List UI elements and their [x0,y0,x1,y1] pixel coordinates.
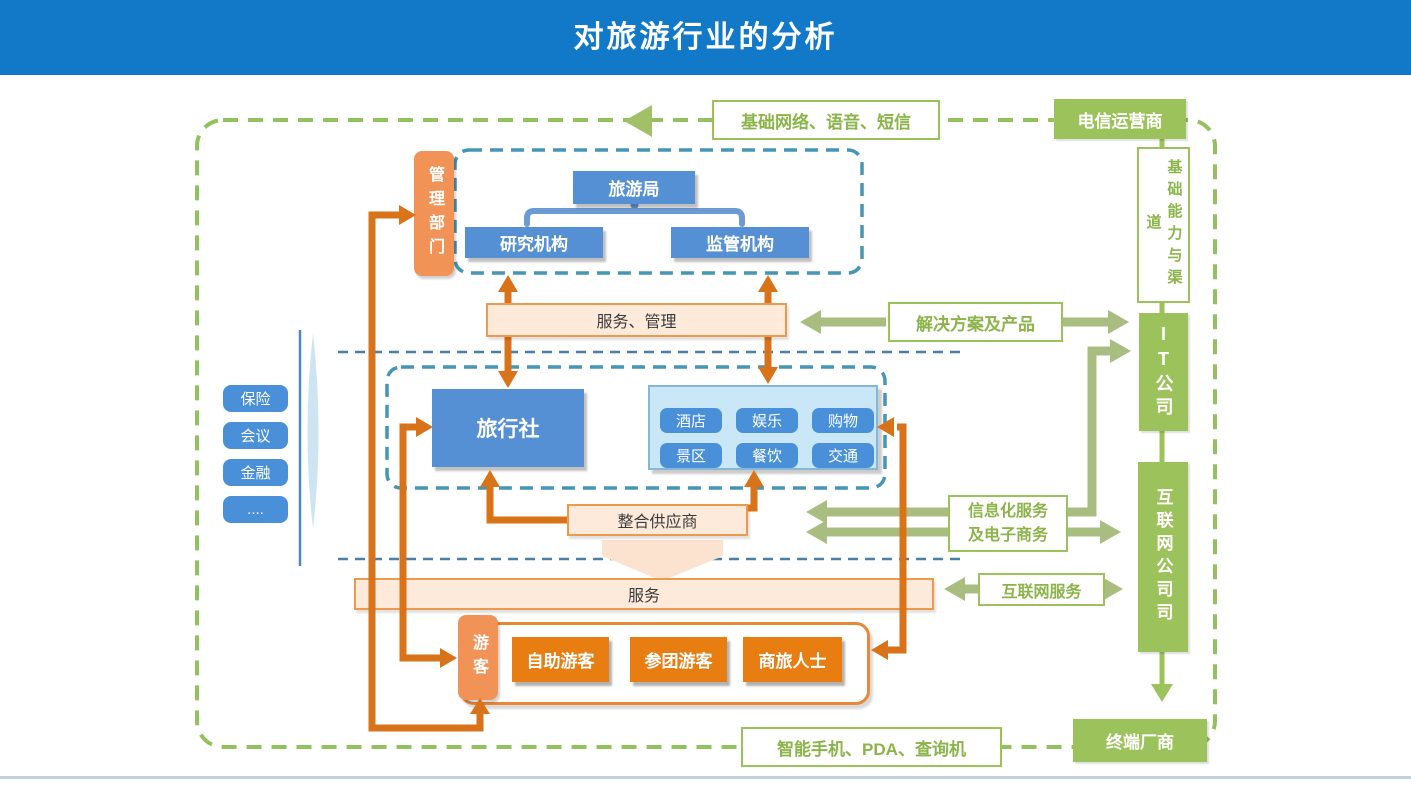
management-dept-box: 管理部门 [414,151,454,276]
side-lens-shape [298,330,319,566]
regulator-org-label: 监管机构 [706,235,774,254]
page-header: 对旅游行业的分析 [0,0,1411,75]
solutions-products-label: 解决方案及产品 [916,314,1035,334]
regulator-org-box: 监管机构 [671,227,809,258]
it-company-label: IT公司 [1153,324,1174,420]
it-company-box: IT公司 [1139,313,1188,431]
down-flow-arrow [602,540,723,581]
terminal-devices-label: 智能手机、PDA、查询机 [777,739,966,759]
tourist-type-chip: 商旅人士 [743,637,842,682]
internet-services-box: 互联网服务 [978,573,1105,606]
side-industry-chip: 保险 [223,385,288,412]
terminal-vendor-box: 终端厂商 [1073,719,1207,762]
management-dept-label: 管理部门 [426,165,443,262]
network-services-label: 基础网络、语音、短信 [741,112,911,132]
travel-agency-box: 旅行社 [432,389,584,467]
tourists-tab: 游客 [458,615,498,700]
suppliers-panel: 酒店 娱乐 购物 景区 餐饮 交通 [648,385,878,470]
supplier-chip: 购物 [812,408,874,433]
integrated-supplier-box: 整合供应商 [567,504,748,536]
info-ecommerce-label: 信息化服务 及电子商务 [967,503,1048,544]
tourists-label: 游客 [470,633,487,682]
page-title: 对旅游行业的分析 [573,21,838,54]
travel-agency-label: 旅行社 [476,418,540,441]
service-bar-label: 服务 [627,588,660,605]
supplier-chip: 景区 [660,443,722,468]
side-industry-chip: 金融 [223,459,288,486]
capability-channel-box: 基础能力与渠道 [1137,147,1190,303]
info-ecommerce-box: 信息化服务 及电子商务 [948,495,1068,552]
network-services-box: 基础网络、语音、短信 [712,100,940,140]
service-management-box: 服务、管理 [486,303,787,337]
telecom-operator-box: 电信运营商 [1054,99,1186,139]
internet-services-label: 互联网服务 [1001,583,1082,601]
outer-dashed-border [195,105,1217,749]
left-arrow-icon [624,105,652,137]
service-bar: 服务 [354,578,934,610]
telecom-operator-label: 电信运营商 [1077,111,1163,131]
footer-divider [0,776,1411,779]
research-org-label: 研究机构 [500,235,568,254]
down-arrow-icon [1151,684,1173,702]
tourist-type-chip: 参团游客 [630,637,727,682]
supplier-chip: 酒店 [660,408,722,433]
tourist-type-chip: 自助游客 [512,637,609,682]
side-industry-chip: .... [223,496,288,523]
terminal-vendor-label: 终端厂商 [1106,733,1174,752]
supplier-chip: 娱乐 [736,408,798,433]
tourism-bureau-box: 旅游局 [573,171,695,204]
solutions-products-box: 解决方案及产品 [888,302,1063,342]
side-industry-chip: 会议 [223,422,288,449]
integrated-supplier-label: 整合供应商 [617,514,698,531]
capability-channel-label: 基础能力与渠道 [1144,159,1183,291]
bureau-bracket-shape [524,201,745,227]
service-management-label: 服务、管理 [596,314,677,331]
supplier-chip: 交通 [812,443,874,468]
terminal-devices-box: 智能手机、PDA、查询机 [741,727,1002,767]
internet-company-box: 互联网公司司 [1138,462,1188,652]
supplier-chip: 餐饮 [736,443,798,468]
internet-company-label: 互联网公司司 [1153,488,1173,626]
research-org-box: 研究机构 [465,227,603,258]
tourism-bureau-label: 旅游局 [608,180,660,199]
